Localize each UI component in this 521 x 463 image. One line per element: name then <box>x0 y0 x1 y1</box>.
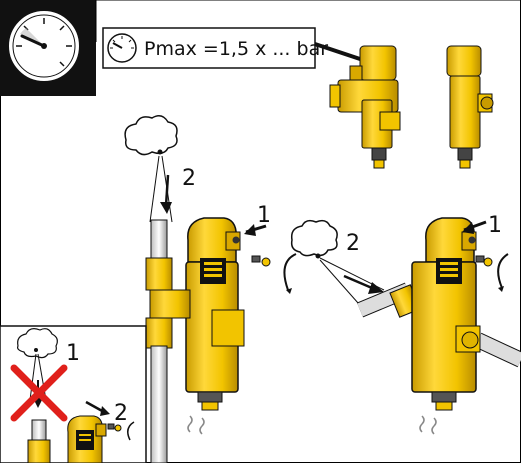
middle-screw-parts <box>251 253 297 294</box>
pmax-text: Pmax =1,5 x ... bar <box>144 38 328 60</box>
water-drip-icon <box>187 415 205 435</box>
step-label-inset-1: 1 <box>66 341 80 366</box>
right-screw-parts <box>475 253 509 292</box>
right-valve-body <box>411 217 481 435</box>
top-valve-left <box>329 45 401 169</box>
inset-warning-panel: 1 2 <box>0 325 147 463</box>
left-vertical-pipe <box>145 219 173 463</box>
step-label-inset-2: 2 <box>114 401 128 426</box>
red-x-icon <box>10 364 68 422</box>
right-open-arrow <box>462 220 487 234</box>
steam-cloud-icon-inset <box>17 328 58 359</box>
step-label-right-1: 1 <box>488 213 502 238</box>
step-label-left-2: 2 <box>182 166 196 191</box>
middle-open-arrow <box>244 224 267 236</box>
steam-cloud-icon-middle <box>290 219 338 259</box>
step-label-middle-1: 1 <box>257 203 271 228</box>
top-valve-right <box>446 45 494 169</box>
pmax-label-box: Pmax =1,5 x ... bar <box>102 27 328 69</box>
left-valve-body <box>149 217 245 435</box>
water-drip-icon-right <box>419 415 437 435</box>
pmax-leader-line <box>314 42 364 62</box>
step-label-middle-2: 2 <box>346 231 360 256</box>
small-gauge-icon <box>107 33 137 63</box>
release-arrow-left <box>149 155 173 223</box>
steam-cloud-icon-left <box>124 115 178 156</box>
pressure-gauge-icon <box>9 11 79 81</box>
